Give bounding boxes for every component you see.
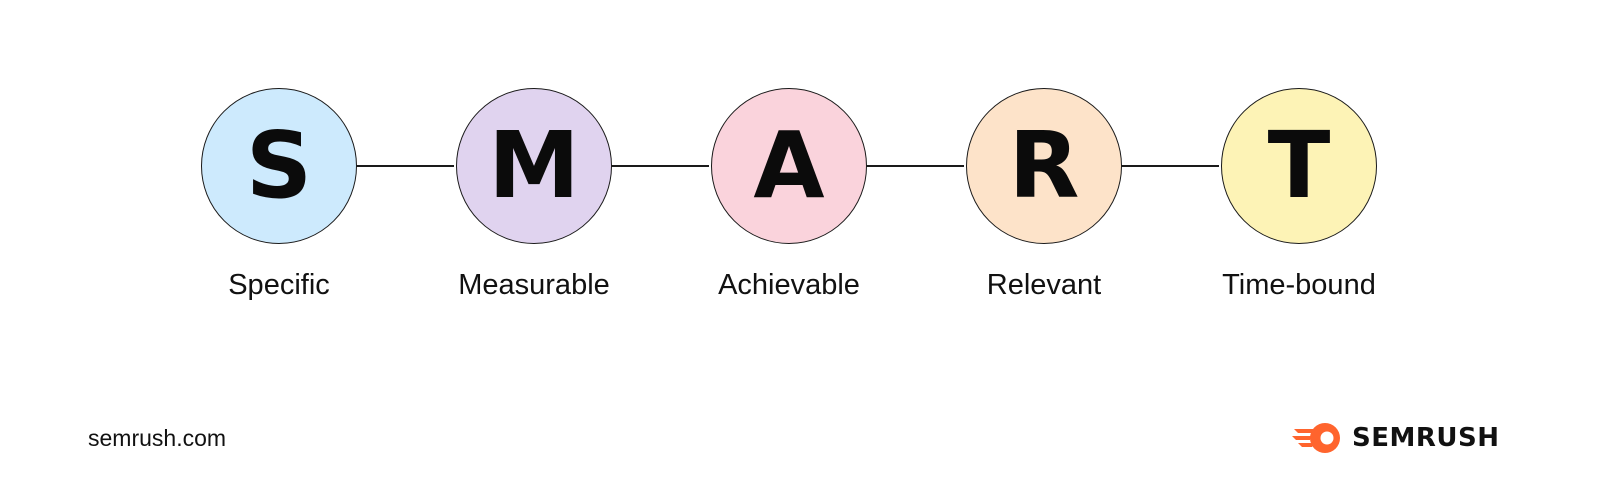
semrush-logo: SEMRUSH	[1292, 421, 1499, 455]
source-url: semrush.com	[88, 425, 227, 451]
smart-step-specific: S Specific	[201, 88, 357, 302]
smart-step-relevant: R Relevant	[966, 88, 1122, 302]
semrush-logo-icon	[1292, 423, 1340, 453]
step-circle: T	[1221, 88, 1377, 244]
step-label: Specific	[228, 269, 330, 301]
step-label: Time-bound	[1222, 269, 1376, 301]
smart-step-time-bound: T Time-bound	[1221, 88, 1377, 302]
step-label: Relevant	[986, 269, 1102, 301]
step-label: Achievable	[718, 269, 860, 301]
step-letter: A	[753, 112, 825, 219]
connector-line	[354, 165, 454, 167]
brand-name: SEMRUSH	[1352, 423, 1500, 453]
connector-line	[1119, 165, 1219, 167]
connector-line	[864, 165, 964, 167]
step-letter: T	[1267, 112, 1331, 219]
step-circle: M	[456, 88, 612, 244]
step-letter: R	[1008, 112, 1080, 219]
connector-line	[609, 165, 709, 167]
step-circle: R	[966, 88, 1122, 244]
step-circle: A	[711, 88, 867, 244]
smart-step-achievable: A Achievable	[711, 88, 867, 302]
step-letter: S	[245, 112, 313, 219]
step-letter: M	[488, 112, 580, 219]
smart-step-measurable: M Measurable	[456, 88, 612, 302]
step-label: Measurable	[458, 269, 610, 301]
step-circle: S	[201, 88, 357, 244]
